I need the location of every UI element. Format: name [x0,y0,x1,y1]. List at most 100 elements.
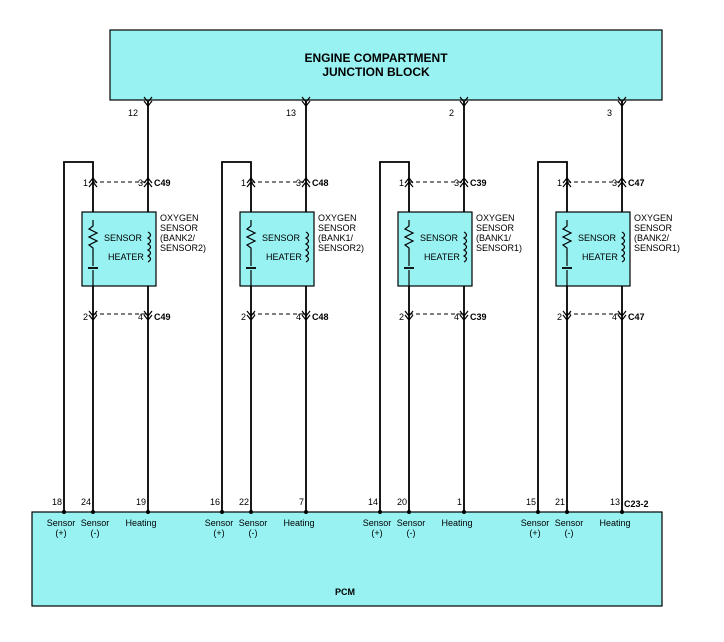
bottom-left-pin-number: 2 [399,312,404,322]
junction-block-title-line2: JUNCTION BLOCK [322,65,430,79]
oxygen-sensor-name-line: OXYGEN [476,213,515,223]
oxygen-sensor-box [555,211,631,287]
pcm-heating-label: Heating [125,518,156,528]
pcm-sensor-plus-label: Sensor [205,518,234,528]
pcm-pin-number: 16 [210,497,220,507]
oxygen-sensor-name-line: SENSOR [634,223,673,233]
pcm-pin-dot [565,510,569,514]
junction-pin-number: 3 [607,108,612,118]
oxygen-sensor-name-line: SENSOR [476,223,515,233]
oxygen-sensor-name-line: OXYGEN [318,213,357,223]
top-connector-label: C49 [154,178,171,188]
pcm-sensor-plus-sign: (+) [55,528,66,538]
pcm-pin-dot [146,510,150,514]
sensor-plus-wire [221,161,252,512]
pcm-title: PCM [335,587,355,597]
bottom-left-pin-number: 2 [241,312,246,322]
pcm-pin-dot [220,510,224,514]
oxygen-sensor-name-line: (BANK2/ [634,233,670,243]
pcm: PCM C23-2 [31,499,663,607]
pcm-pin-dot [620,510,624,514]
bottom-left-pin-number: 2 [557,312,562,322]
junction-pin-number: 13 [286,108,296,118]
bottom-connector-label: C39 [470,312,487,322]
pcm-pin-dot [462,510,466,514]
bottom-right-connector-chevron [143,310,153,321]
oxygen-sensor-name-line: OXYGEN [634,213,673,223]
junction-pin-chevron [301,96,311,107]
top-left-pin-number: 1 [399,178,404,188]
oxygen-sensor-name-line: (BANK1/ [476,233,512,243]
oxygen-sensor-name-line: SENSOR [160,223,199,233]
oxygen-sensor-name-line: SENSOR2) [318,243,364,253]
sensor-element-label: SENSOR [104,233,143,243]
top-connector-label: C47 [628,178,645,188]
bottom-right-pin-number: 4 [138,312,143,322]
junction-block: ENGINE COMPARTMENT JUNCTION BLOCK [109,29,663,101]
oxygen-sensor-box [81,211,157,287]
top-left-pin-number: 1 [83,178,88,188]
pcm-sensor-minus-sign: (-) [407,528,416,538]
top-right-pin-number: 3 [454,178,459,188]
junction-pin-chevron [617,96,627,107]
top-right-pin-number: 3 [612,178,617,188]
pcm-pin-dot [304,510,308,514]
top-right-connector-chevron [459,177,469,188]
pcm-sensor-minus-label: Sensor [239,518,268,528]
bottom-left-connector-chevron [562,310,572,321]
pcm-connector-label: C23-2 [624,499,649,509]
heater-coil-icon [304,231,310,263]
top-left-connector-chevron [88,177,98,188]
pcm-sensor-plus-sign: (+) [529,528,540,538]
top-left-pin-number: 1 [557,178,562,188]
junction-pin-chevron [459,96,469,107]
resistor-icon [245,220,257,256]
heater-element-label: HEATER [582,252,618,262]
oxygen-sensor-name-line: SENSOR2) [160,243,206,253]
top-left-pin-number: 1 [241,178,246,188]
pcm-sensor-minus-sign: (-) [91,528,100,538]
bottom-right-connector-chevron [301,310,311,321]
oxygen-sensor-name-line: OXYGEN [160,213,199,223]
bottom-left-connector-chevron [88,310,98,321]
top-right-connector-chevron [301,177,311,188]
top-left-connector-chevron [562,177,572,188]
pcm-pin-dot [407,510,411,514]
sensor-plus-wire [63,161,94,512]
pcm-sensor-plus-sign: (+) [213,528,224,538]
pcm-heating-label: Heating [599,518,630,528]
pcm-pin-dot [536,510,540,514]
top-left-connector-chevron [404,177,414,188]
bottom-right-connector-chevron [459,310,469,321]
top-left-connector-chevron [246,177,256,188]
pcm-sensor-minus-label: Sensor [81,518,110,528]
junction-block-title-line1: ENGINE COMPARTMENT [304,51,448,65]
pcm-pin-number: 18 [52,497,62,507]
top-connector-label: C39 [470,178,487,188]
pcm-pin-number: 14 [368,497,378,507]
top-right-connector-chevron [143,177,153,188]
pcm-sensor-minus-sign: (-) [565,528,574,538]
pcm-sensor-plus-label: Sensor [363,518,392,528]
pcm-pin-number: 20 [397,497,407,507]
bottom-left-connector-chevron [246,310,256,321]
resistor-icon [403,220,415,256]
heater-element-label: HEATER [108,252,144,262]
bottom-left-connector-chevron [404,310,414,321]
bottom-right-pin-number: 4 [296,312,301,322]
pcm-heating-label: Heating [441,518,472,528]
pcm-pin-dot [62,510,66,514]
heater-coil-icon [146,231,152,263]
top-right-pin-number: 3 [296,178,301,188]
pcm-sensor-plus-label: Sensor [47,518,76,528]
sensor-element-label: SENSOR [262,233,301,243]
heater-element-label: HEATER [266,252,302,262]
heater-coil-icon [620,231,626,263]
bottom-connector-label: C48 [312,312,329,322]
pcm-pin-number: 15 [526,497,536,507]
oxygen-sensor-box [239,211,315,287]
